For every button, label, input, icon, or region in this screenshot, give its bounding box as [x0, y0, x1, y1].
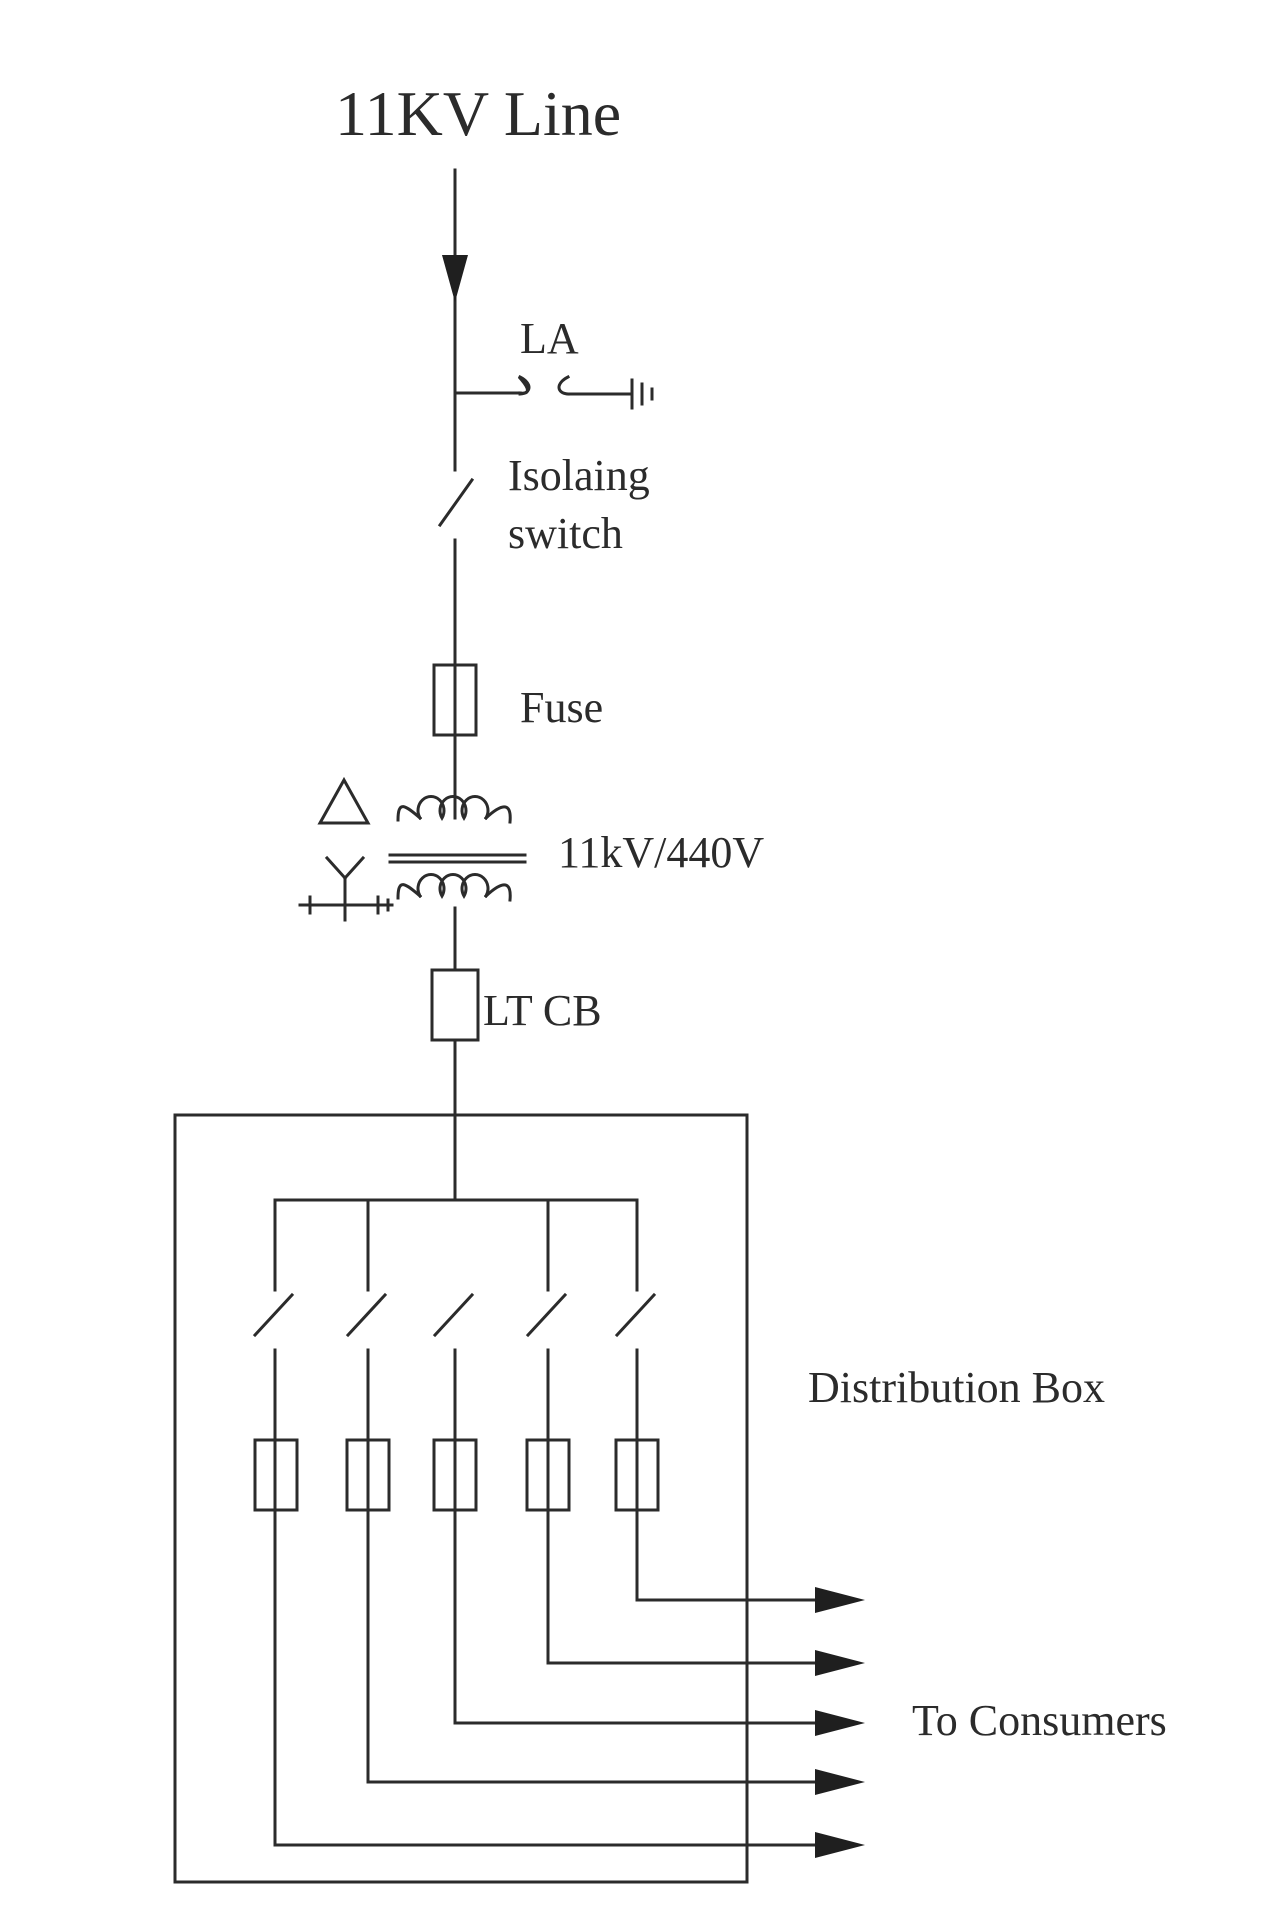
lt-cb-label: LT CB — [483, 986, 602, 1035]
line-title: 11KV Line — [335, 78, 621, 149]
incoming-arrow-icon — [442, 255, 468, 302]
to-consumers-label: To Consumers — [912, 1696, 1167, 1745]
la-label: LA — [520, 314, 579, 363]
lightning-arrester-symbol — [453, 374, 654, 410]
isolating-switch-blade — [437, 477, 475, 528]
transformer-rating-label: 11kV/440V — [558, 828, 764, 877]
branch-3 — [432, 1292, 865, 1736]
lt-cb-symbol — [430, 968, 480, 1042]
isolating-switch-label-1: Isolaing — [508, 451, 650, 500]
fuse-label: Fuse — [520, 683, 603, 732]
distribution-box — [173, 1113, 749, 1884]
isolating-switch-label-2: switch — [508, 509, 623, 558]
branch-2 — [345, 1198, 865, 1795]
transformer-symbol — [298, 776, 527, 922]
branch-1 — [252, 1198, 865, 1858]
branch-4 — [525, 1198, 865, 1676]
branch-5 — [614, 1198, 865, 1613]
distribution-box-label: Distribution Box — [808, 1363, 1105, 1412]
